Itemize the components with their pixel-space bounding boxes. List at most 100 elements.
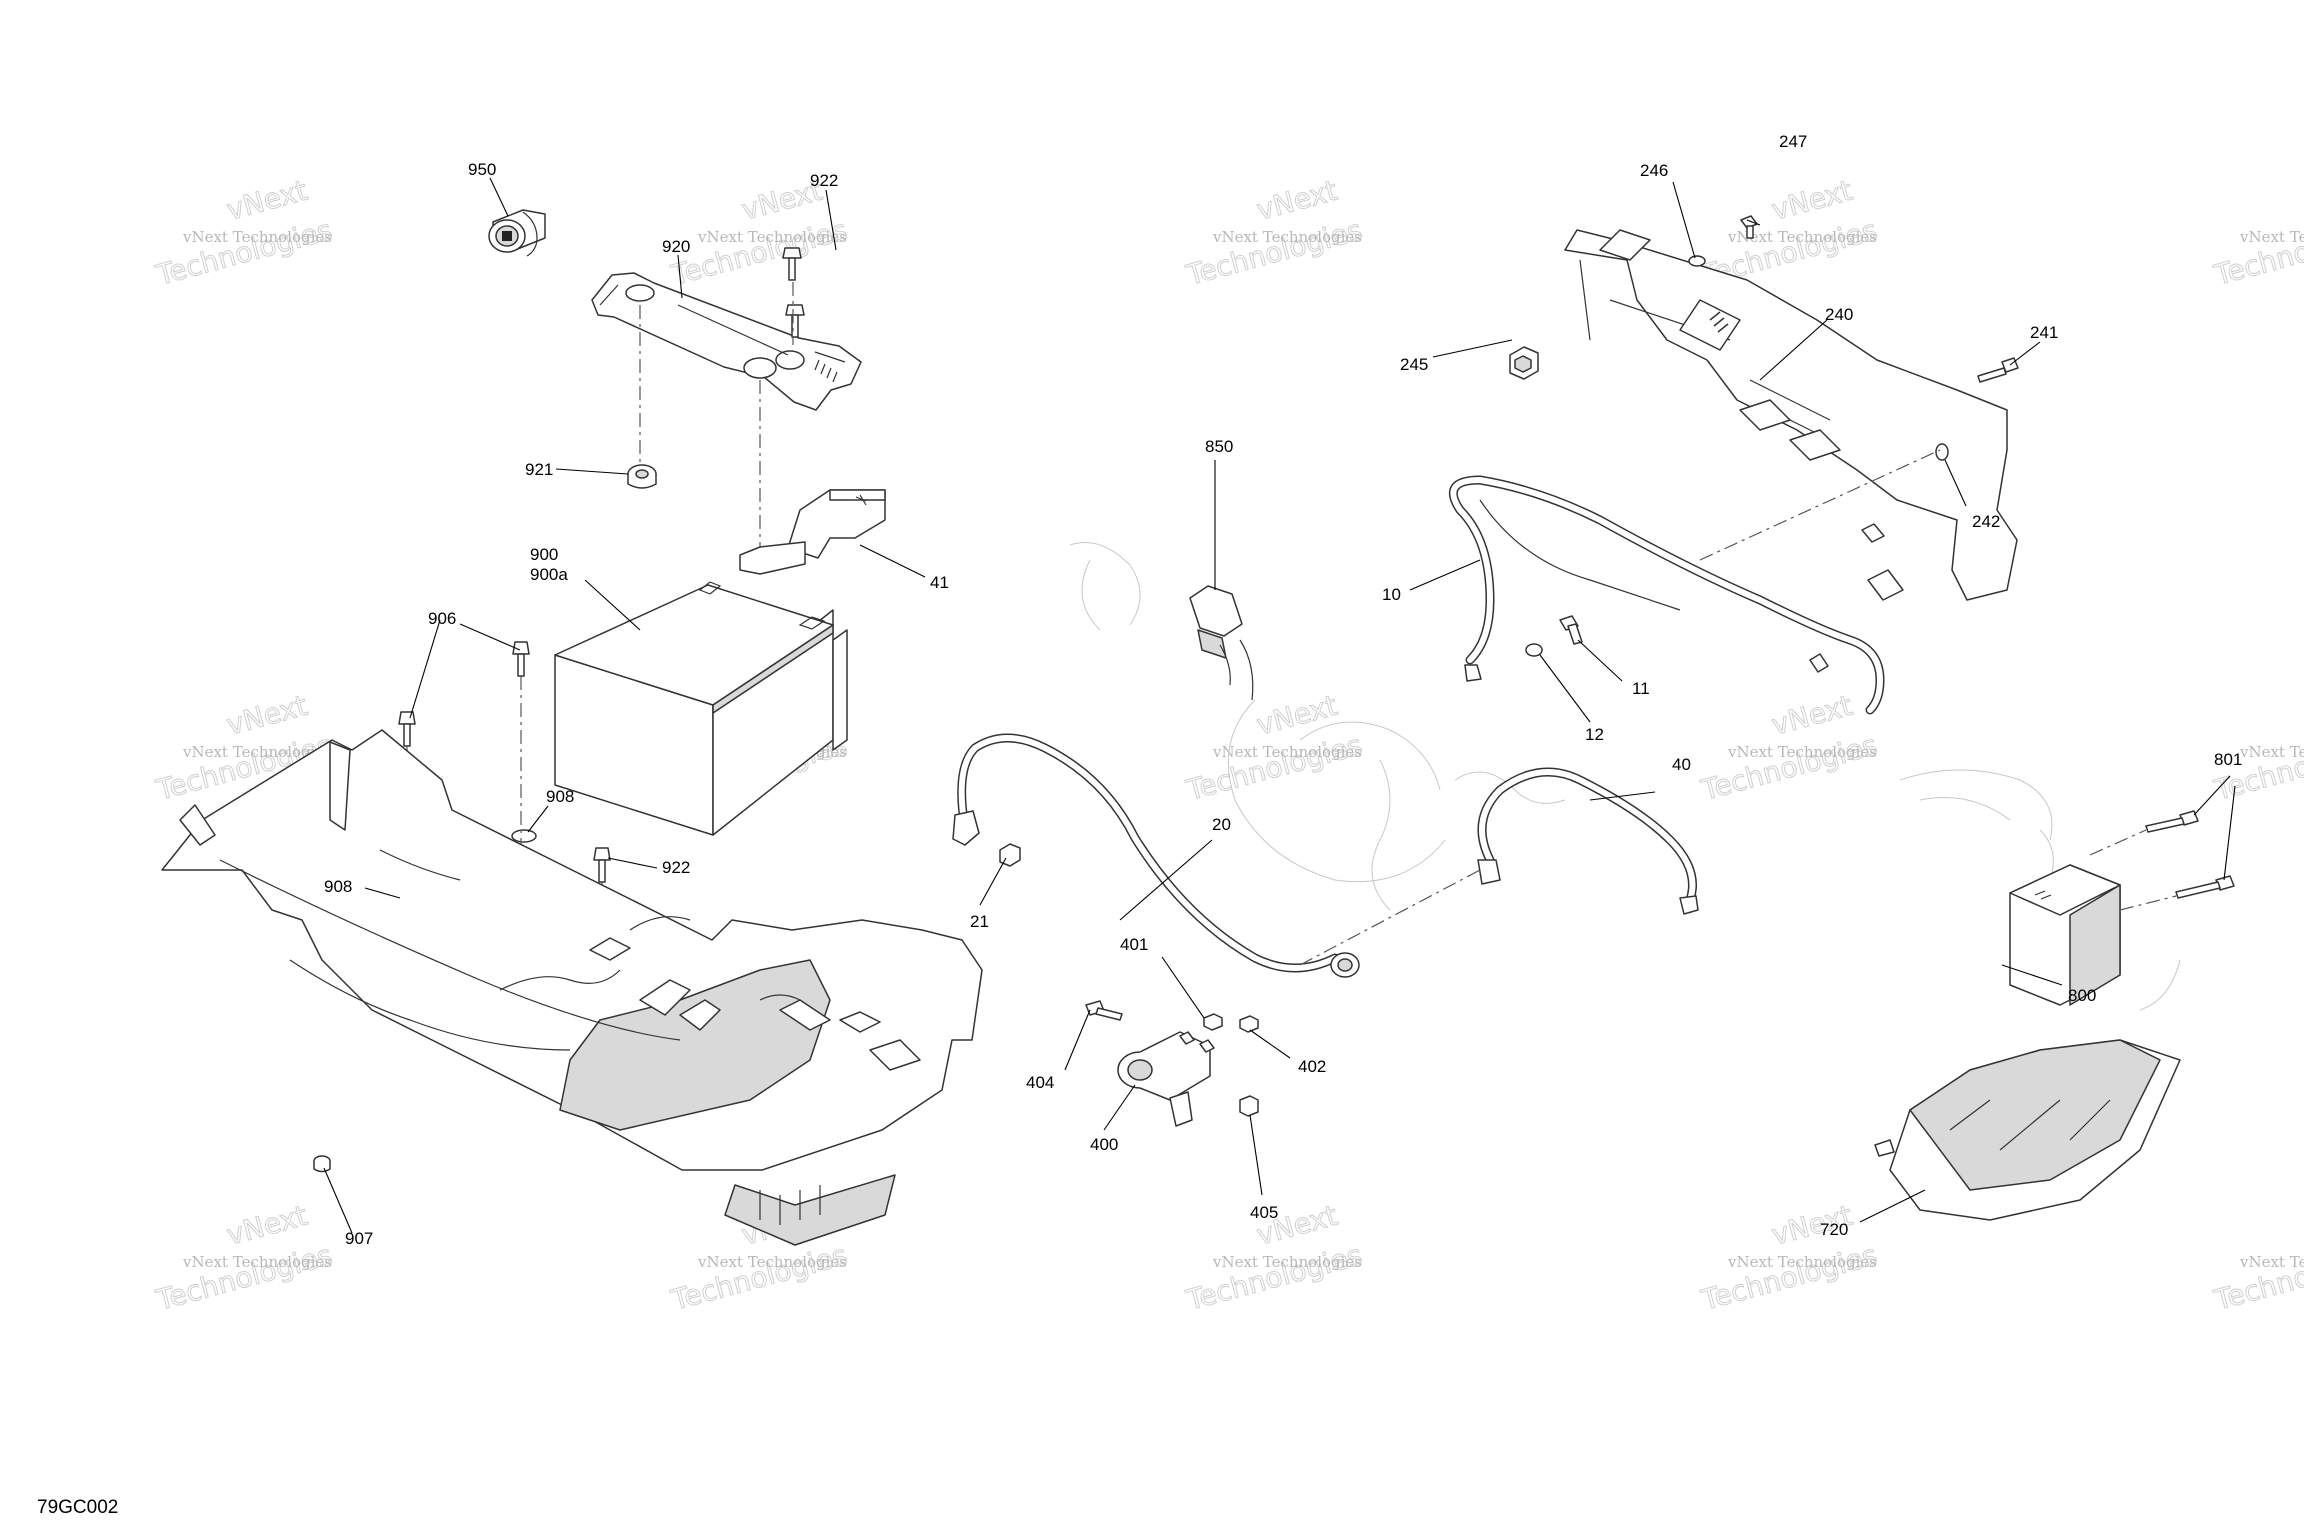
part-922-bolt-top-a — [782, 247, 802, 281]
callout-900a: 900a — [530, 565, 568, 584]
part-908-battery-tray — [161, 729, 983, 1246]
part-922-bolt-lower — [593, 847, 611, 883]
watermark-text: Technologies — [2210, 1238, 2304, 1317]
part-801-bolt-a — [2145, 810, 2199, 833]
part-801-bolt-b — [2175, 875, 2235, 899]
callout-247: 247 — [1779, 132, 1807, 151]
callout-801: 801 — [2214, 750, 2242, 769]
callout-241: 241 — [2030, 323, 2058, 342]
callout-12: 12 — [1585, 725, 1604, 744]
part-245-clip — [1509, 346, 1539, 380]
part-906-bolt-a — [512, 641, 530, 677]
callout-908: 908 — [324, 877, 352, 896]
watermark-text: vNext Technologies — [182, 743, 332, 761]
watermark-text: Technologies — [152, 1238, 335, 1317]
part-12-washer — [1525, 643, 1543, 657]
watermark-text: Technologies — [1182, 728, 1365, 807]
part-40-ground-cable — [1477, 767, 1699, 915]
watermark-text: vNext — [1768, 689, 1856, 742]
watermark-text: vNext — [1768, 174, 1856, 227]
callout-10: 10 — [1382, 585, 1401, 604]
socket-port-icon — [502, 231, 512, 241]
callout-41: 41 — [930, 573, 949, 592]
part-405-nut — [1239, 1095, 1259, 1117]
watermark-text: vNext Technologies — [697, 228, 847, 246]
leader-lines — [323, 177, 2236, 1234]
watermark-text: Technologies — [2210, 213, 2304, 292]
watermark: Technologies vNext Technologies vNext — [1697, 1198, 1881, 1317]
part-401-nut — [1203, 1013, 1223, 1031]
callout-950: 950 — [468, 160, 496, 179]
watermark: Technologies vNext Technologies vNext — [152, 1198, 336, 1317]
callout-922: 922 — [662, 858, 690, 877]
callout-20: 20 — [1212, 815, 1231, 834]
watermark-text: vNext — [223, 689, 311, 742]
watermark-text: vNext Technologies — [2239, 743, 2304, 761]
callout-906: 906 — [428, 609, 456, 628]
callout-720: 720 — [1820, 1220, 1848, 1239]
watermark-text: vNext Technologies — [2239, 228, 2304, 246]
alignment-line — [2089, 829, 2147, 856]
part-907-grommet — [313, 1155, 331, 1173]
watermark-text: vNext Technologies — [1727, 1253, 1877, 1271]
watermark-text: vNext — [1253, 174, 1341, 227]
part-908-washer-a — [511, 829, 537, 843]
watermark-text: vNext Technologies — [1212, 1253, 1362, 1271]
callout-242: 242 — [1972, 512, 2000, 531]
part-11-screw — [1559, 615, 1583, 645]
ghost-frame-outline — [1069, 542, 2181, 1011]
part-10-cable-harness — [1448, 475, 1885, 715]
callout-21: 21 — [970, 912, 989, 931]
watermark-text: vNext Technologies — [697, 1253, 847, 1271]
callout-245: 245 — [1400, 355, 1428, 374]
callout-800: 800 — [2068, 986, 2096, 1005]
callout-11: 11 — [1632, 679, 1650, 698]
part-41-battery-terminal — [739, 489, 886, 575]
part-922-bolt-top-b — [785, 304, 805, 338]
watermark: Technologies vNext Technologies vNext — [667, 173, 851, 292]
callout-900: 900 — [530, 545, 558, 564]
callout-400: 400 — [1090, 1135, 1118, 1154]
watermark-text: Technologies — [1182, 1238, 1365, 1317]
diagram-code: 79GC002 — [37, 1497, 118, 1518]
part-404-bolt — [1085, 1000, 1123, 1021]
part-800-control-module — [2009, 864, 2121, 1006]
part-247-screw — [1740, 215, 1758, 239]
part-241-screw — [1977, 357, 2019, 383]
alignment-line — [2119, 895, 2177, 911]
watermark: Technologies vNext Technologies vNext — [1182, 173, 1366, 292]
watermark: Technologies vNext Technologies — [2210, 1238, 2304, 1318]
watermark-text: vNext Technologies — [182, 1253, 332, 1271]
watermark-text: Technologies — [1697, 1238, 1880, 1317]
watermark-text: vNext Technologies — [1727, 743, 1877, 761]
part-950-power-socket — [488, 209, 546, 257]
watermark-text: vNext Technologies — [1727, 228, 1877, 246]
callout-405: 405 — [1250, 1203, 1278, 1222]
part-402-nut — [1239, 1015, 1259, 1033]
watermark-text: vNext Technologies — [1212, 743, 1362, 761]
watermark-text: vNext — [223, 1199, 311, 1252]
watermark-text: vNext — [223, 174, 311, 227]
callout-908: 908 — [546, 787, 574, 806]
part-906-bolt-b — [398, 711, 416, 747]
watermark: Technologies vNext Technologies — [2210, 213, 2304, 293]
callout-850: 850 — [1205, 437, 1233, 456]
part-920-battery-bracket — [591, 272, 862, 411]
part-242-washer — [1935, 443, 1949, 461]
callout-labels: 950 922 920 921 900 900a 41 906 908 908 … — [324, 132, 2242, 1248]
alignment-line — [1299, 869, 1481, 966]
watermark: Technologies vNext Technologies vNext — [1182, 688, 1366, 807]
watermark-text: vNext Technologies — [2239, 1253, 2304, 1271]
callout-921: 921 — [525, 460, 553, 479]
callout-401: 401 — [1120, 935, 1148, 954]
watermark: Technologies vNext Technologies vNext — [152, 173, 336, 292]
watermark-text: Technologies — [667, 213, 850, 292]
part-900-battery — [554, 581, 848, 836]
part-921-nut — [627, 464, 657, 489]
callout-40: 40 — [1672, 755, 1691, 774]
watermark-text: Technologies — [1697, 728, 1880, 807]
part-720-headlight — [1874, 1039, 2181, 1221]
watermark-text: vNext — [1253, 689, 1341, 742]
callout-922: 922 — [810, 171, 838, 190]
